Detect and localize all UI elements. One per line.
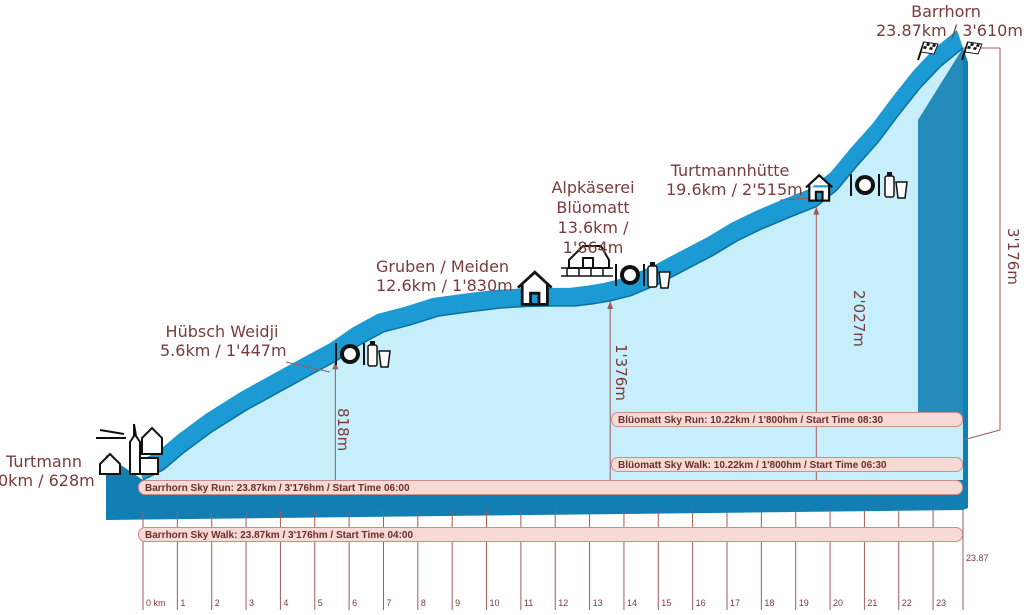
waypoint-name: Hübsch Weidji	[165, 322, 279, 341]
restaurant-icon	[335, 343, 365, 365]
waypoint-name: Turtmann	[5, 452, 82, 471]
x-tick-label: 7	[386, 598, 392, 608]
checkered-flag-icon	[917, 41, 939, 61]
plate-inner	[859, 179, 871, 191]
waypoint-label-barrhorn: Barrhorn 23.87km / 3'610m	[876, 2, 1023, 40]
waypoint-distance: 12.6km / 1'830m	[376, 276, 513, 295]
bottle-cap	[650, 262, 655, 266]
x-tick-label: 4	[283, 598, 289, 608]
route-band-barrhorn-sky-run: Barrhorn Sky Run: 23.87km / 3'176hm / St…	[138, 480, 963, 495]
village-house	[139, 457, 159, 475]
route-band-blueomatt-sky-walk: Blüomatt Sky Walk: 10.22km / 1'800hm / S…	[611, 457, 963, 472]
village-house	[99, 452, 121, 475]
church-tower	[129, 423, 141, 475]
bottle-cap	[370, 341, 375, 345]
waypoint-distance: 0km / 628m	[0, 471, 95, 490]
waypoint-distance: 5.6km / 1'447m	[160, 341, 287, 360]
hut-icon	[805, 173, 834, 202]
climb-leader-arrow	[332, 361, 339, 370]
route-band-blueomatt-sky-run: Blüomatt Sky Run: 10.22km / 1'800hm / St…	[611, 412, 963, 427]
bottle	[884, 175, 895, 198]
profile-end-face	[918, 48, 963, 420]
plate-inner	[624, 269, 636, 281]
drinks-icon	[884, 172, 908, 199]
x-tick-label: 21	[867, 598, 878, 608]
house-shape	[517, 270, 553, 306]
drinks-icon	[367, 341, 391, 368]
plate-inner	[344, 348, 356, 360]
waypoint-label-alpkaeserei-blueomatt: Alpkäserei Blüomatt 13.6km / 1'864m	[531, 178, 655, 258]
climb-label-818: 818m	[334, 408, 352, 452]
profile-line	[142, 47, 964, 481]
restaurant-icon	[615, 264, 645, 286]
waypoint-label-turtmann: Turtmann 0km / 628m	[0, 452, 95, 490]
farm-door	[582, 257, 594, 268]
x-tick-label: 8	[420, 598, 426, 608]
bottle	[367, 344, 378, 367]
x-tick-label: 17	[729, 598, 740, 608]
waypoint-name: Barrhorn	[911, 2, 981, 21]
village-icon	[96, 423, 163, 475]
x-tick-label: 16	[695, 598, 706, 608]
label-leader	[779, 196, 827, 201]
x-tick-label: 22	[901, 598, 912, 608]
hut-icon	[517, 270, 553, 306]
waypoint-name: Turtmannhütte	[670, 161, 790, 180]
village-house	[141, 426, 163, 455]
flag-checks	[923, 43, 936, 50]
checkered-flag-icon	[961, 41, 983, 61]
x-tick-label: 15	[661, 598, 672, 608]
waypoint-distance: 13.6km / 1'864m	[557, 218, 629, 257]
restaurant-icon	[850, 174, 880, 196]
x-tick-label: 6	[352, 598, 358, 608]
x-tick-label: 19	[798, 598, 809, 608]
glass	[378, 350, 391, 368]
climb-leader-arrow	[813, 206, 820, 215]
profile-end-wall	[963, 48, 968, 510]
x-tick-label: 10	[489, 598, 500, 608]
climb-label-2027: 2'027m	[850, 290, 868, 347]
x-tick-label: 18	[764, 598, 775, 608]
profile-area	[143, 48, 963, 480]
drinks-icon	[647, 262, 671, 289]
glass	[658, 271, 671, 289]
climb-label-3176: 3'176m	[1004, 228, 1022, 285]
x-tick-label: 11	[523, 598, 534, 608]
climb-leader-arrow	[607, 300, 614, 309]
x-tick-label: 23.87	[966, 553, 989, 563]
x-tick-label: 1	[180, 598, 186, 608]
x-tick-label: 2	[214, 598, 220, 608]
route-band-barrhorn-sky-walk: Barrhorn Sky Walk: 23.87km / 3'176hm / S…	[138, 527, 963, 542]
x-tick-label: 12	[558, 598, 569, 608]
x-tick-label: 20	[833, 598, 844, 608]
waypoint-name: Gruben / Meiden	[376, 257, 510, 276]
house-shape	[805, 173, 834, 202]
x-tick-label: 13	[592, 598, 603, 608]
bottle-cap	[887, 172, 892, 176]
farm-fence	[561, 267, 613, 277]
village-road	[96, 429, 126, 439]
flag-checks	[967, 43, 980, 50]
waypoint-label-gruben-meiden: Gruben / Meiden 12.6km / 1'830m	[376, 257, 513, 295]
waypoint-label-turtmannhuette: Turtmannhütte 19.6km / 2'515m	[666, 161, 803, 199]
x-tick-label: 3	[249, 598, 255, 608]
label-leader	[285, 361, 331, 373]
x-tick-label: 9	[455, 598, 461, 608]
climb-label-1376: 1'376m	[612, 344, 630, 401]
waypoint-distance: 23.87km / 3'610m	[876, 21, 1023, 40]
bottle	[647, 265, 658, 288]
x-tick-label: 14	[626, 598, 637, 608]
waypoint-name: Alpkäserei Blüomatt	[551, 178, 635, 217]
x-tick-label: 23	[936, 598, 947, 608]
x-tick-label: 5	[317, 598, 323, 608]
x-tick-label: 0 km	[146, 598, 166, 608]
glass	[895, 181, 908, 199]
waypoint-label-huebsch-weidji: Hübsch Weidji 5.6km / 1'447m	[160, 322, 287, 360]
climb-leader	[962, 429, 1001, 441]
farm-icon	[561, 245, 613, 277]
waypoint-distance: 19.6km / 2'515m	[666, 180, 803, 199]
